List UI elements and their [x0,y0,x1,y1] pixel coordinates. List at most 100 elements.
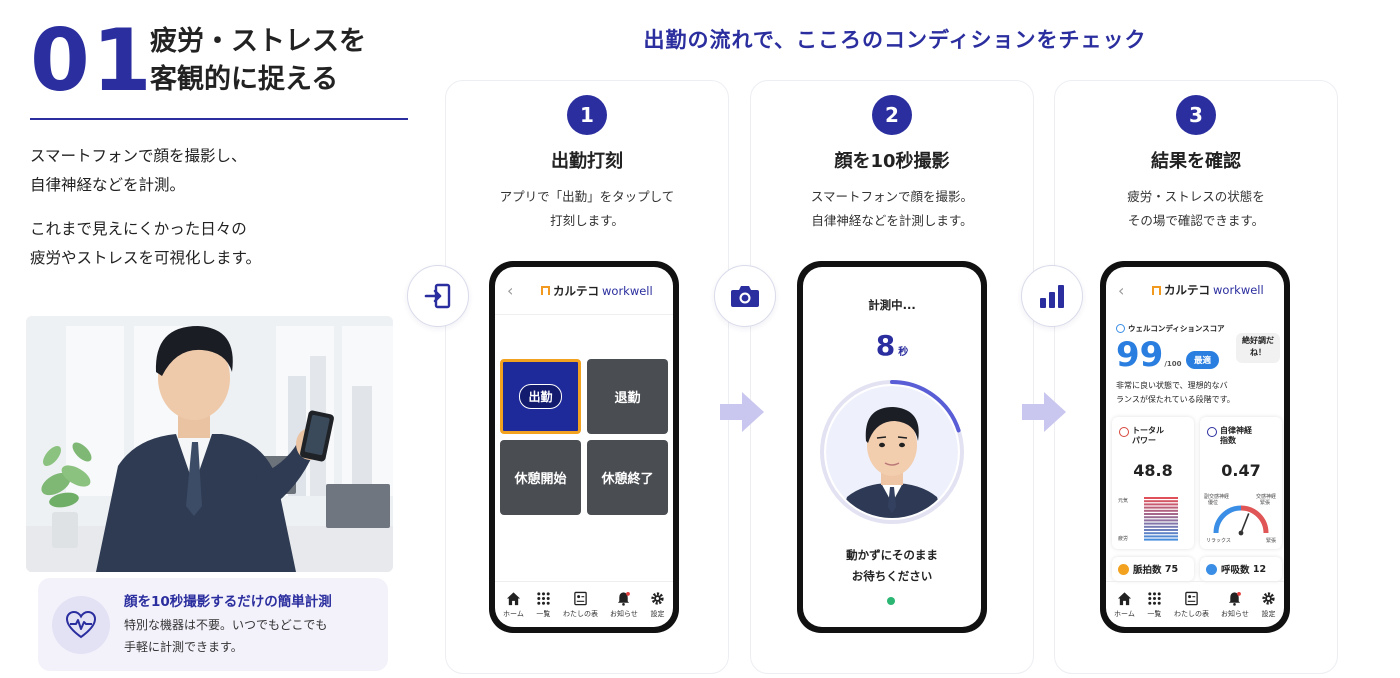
power-scale-bar [1144,529,1178,531]
power-scale-bar [1144,535,1178,538]
brand-sub: workwell [602,283,653,298]
punch-in-icon [407,265,469,327]
step-1-line1: アプリで「出勤」をタップして [499,189,675,204]
grid-icon [1148,591,1161,605]
tab-label: 設定 [1261,609,1276,618]
clock-in-button[interactable]: 出勤 [500,359,581,434]
clock-out-button[interactable]: 退勤 [587,359,668,434]
back-icon[interactable]: ‹ [1118,280,1125,300]
lungs-icon [1206,563,1217,575]
description-line3: これまで見えにくかった日々の [30,220,247,239]
home-icon [1117,591,1131,605]
power-scale-bar [1144,500,1178,503]
power-icon [1119,427,1129,437]
section-title: 疲労・ストレスを 客観的に捉える [150,23,366,100]
step-title-1: 出勤打刻 [551,151,623,172]
metric-title: トータルパワー [1119,426,1164,447]
feature-callout: 顔を10秒撮影するだけの簡単計測 特別な機器は不要。いつでもどこでも 手軽に計測… [38,578,388,671]
breath-label: 呼吸数 [1221,565,1250,576]
tab-home[interactable]: ホーム [1114,591,1135,619]
power-scale-bar [1144,522,1178,525]
bubble-line2: ね！ [1250,348,1266,357]
step-text-1: アプリで「出勤」をタップして 打刻します。 [446,185,728,233]
punch-grid: 出勤 退勤 休憩開始 休憩終了 [500,359,668,515]
section-number: 01 [30,11,154,111]
wait-line1: 動かずにそのまま [846,548,938,562]
tab-my-record[interactable]: わたしの表 [1174,591,1209,619]
countdown-seconds: 8 [875,329,896,362]
power-scale-bar [1144,532,1178,535]
clock-in-label: 出勤 [519,384,562,409]
wait-instruction: 動かずにそのまま お待ちください [803,545,981,588]
house-icon [1152,285,1161,295]
step-3-line2: その場で確認できます。 [1127,212,1265,228]
heart-icon [1118,563,1129,575]
wellness-score: 99/100 [1116,335,1182,375]
tab-label: ホーム [1114,609,1135,618]
power-scale-bar [1144,509,1178,512]
tab-my-record[interactable]: わたしの表 [563,591,598,619]
back-icon[interactable]: ‹ [507,281,514,300]
tab-label: お知らせ [610,609,638,618]
tab-list[interactable]: 一覧 [536,591,551,619]
gauge-label-bottom-left: リラックス [1206,538,1231,544]
measuring-label: 計測中... [868,298,916,312]
score-desc-line1: 非常に良い状態で、理想的なバ [1116,381,1228,390]
bell-icon [1229,591,1242,606]
step-3-line1: 疲労・ストレスの状態を [1127,189,1265,204]
power-scale-bar [1144,503,1178,506]
app-header: ‹ カルテコ workwell [1106,267,1284,313]
arrow-right-icon [1022,392,1066,432]
phone-punch-screen: ‹ カルテコ workwell 出勤 退勤 休憩開始 休憩終了 ホーム 一覧 [489,261,679,633]
tab-list[interactable]: 一覧 [1147,591,1162,619]
arrow-right-icon [720,392,764,432]
app-logo: カルテコ workwell [1152,282,1264,298]
breath-value: 12 [1252,563,1267,575]
feature-body: 特別な機器は不要。いつでもどこでも 手軽に計測できます。 [124,615,332,658]
score-heading-text: ウェルコンディションスコア [1128,324,1225,333]
hero: 01 疲労・ストレスを 客観的に捉える [30,18,408,104]
autonomic-index-value: 0.47 [1221,461,1261,480]
step-number-1: 1 [567,95,607,135]
autonomic-index-card[interactable]: 自律神経指数 0.47 副交感神経 優位 交感神経 緊張 リラックス 緊張 [1200,417,1282,549]
autonomic-gauge [1213,505,1269,536]
tab-settings[interactable]: 設定 [1261,591,1276,619]
tab-notifications[interactable]: お知らせ [1221,591,1249,619]
power-scale-bar [1144,506,1178,509]
gauge-needle [1240,513,1250,534]
step-2-line1: スマートフォンで顔を撮影。 [810,189,974,204]
power-scale-bar [1144,538,1178,541]
measure-progress-arc [820,380,964,524]
step-text-2: スマートフォンで顔を撮影。 自律神経などを計測します。 [751,185,1033,233]
breath-rate: 呼吸数 12 [1200,557,1282,581]
score-ring-icon [1116,324,1125,333]
speech-bubble: 絶好調だ ね！ [1236,333,1280,363]
tab-label: 設定 [650,609,665,618]
tab-settings[interactable]: 設定 [650,591,665,619]
gear-icon [1262,591,1275,605]
tab-label: わたしの表 [1173,609,1209,618]
tab-home[interactable]: ホーム [503,591,524,619]
score-max: /100 [1164,360,1182,368]
id-card-icon [574,591,587,605]
break-start-button[interactable]: 休憩開始 [500,440,581,515]
intro-description: スマートフォンで顔を撮影し、 自律神経などを計測。 これまで見えにくかった日々の… [30,142,408,273]
bubble-line1: 絶好調だ [1242,336,1274,345]
section-title-line1: 疲労・ストレスを [150,25,366,57]
break-end-button[interactable]: 休憩終了 [587,440,668,515]
step-text-3: 疲労・ストレスの状態を その場で確認できます。 [1055,185,1337,233]
title-divider [30,118,408,120]
brand-main: カルテコ [553,283,599,298]
total-power-card[interactable]: トータルパワー 48.8 元気 疲労 [1112,417,1194,549]
tab-label: 一覧 [1147,609,1162,618]
step-1-line2: 打刻します。 [550,212,624,228]
wait-line2: お待ちください [851,569,933,584]
metric-title: 自律神経指数 [1207,426,1252,447]
tab-label: お知らせ [1221,609,1249,618]
countdown-unit: 秒 [898,347,909,358]
gauge-label-right-2: 緊張 [1260,500,1271,506]
tab-notifications[interactable]: お知らせ [610,591,638,619]
score-description: 非常に良い状態で、理想的なバ ランスが保たれている段階です。 [1116,379,1274,406]
metric-title-line2: 指数 [1220,436,1236,446]
feature-line2: 手軽に計測できます。 [124,640,243,654]
